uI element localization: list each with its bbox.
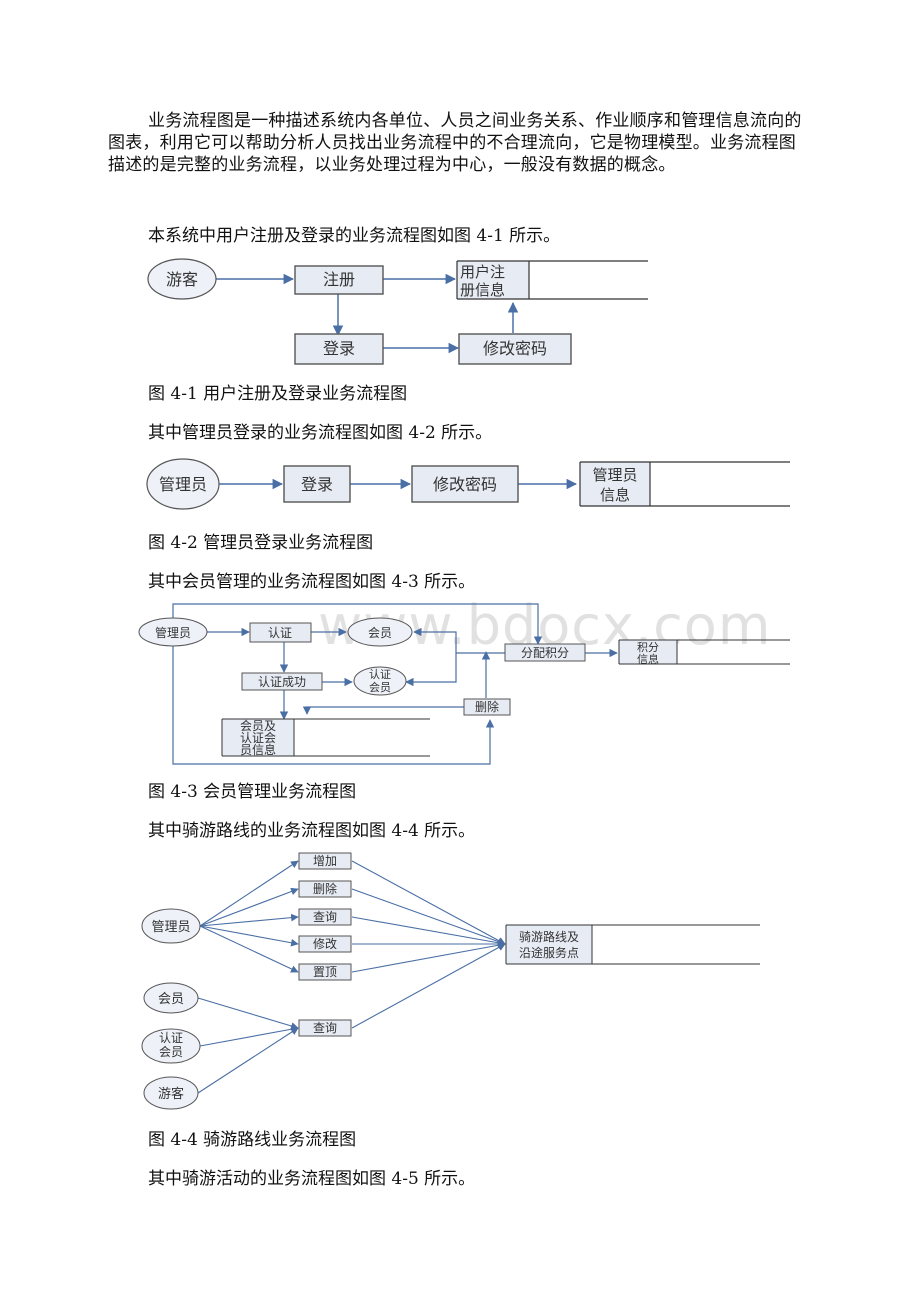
fig3-cert-member-label-2: 会员 (369, 681, 391, 694)
fig4-store-label-1: 骑游路线及 (519, 929, 579, 944)
fig3-caption: 图 4-3 会员管理业务流程图 (148, 782, 357, 802)
fig3-points-store: 积分 信息 (618, 639, 790, 666)
intro-paragraph: 业务流程图是一种描述系统内各单位、人员之间业务关系、作业顺序和管理信息流向的图表… (108, 111, 802, 175)
fig1-visitor-label: 游客 (166, 270, 198, 289)
fig3-diagram: 管理员 认证 会员 认证成功 认证 会员 分配积分 删除 积分 信息 会员及 认… (138, 603, 790, 765)
fig2-admin-node (146, 458, 220, 510)
fig2-login-node (283, 465, 351, 503)
fig1-store-label-2: 册信息 (460, 281, 505, 299)
fig2-change-password-node (411, 465, 519, 503)
fig4-query-label: 查询 (313, 910, 337, 924)
fig3-delete-node (463, 698, 511, 716)
fig3-cert-member-node (353, 666, 407, 696)
fig4-pin-label: 置顶 (313, 965, 337, 979)
fig3-store-label-2: 认证会 (240, 731, 276, 745)
fig2-intro: 其中管理员登录的业务流程图如图 4-2 所示。 (148, 423, 493, 443)
fig4-query-node (298, 908, 352, 926)
fig3-member-store: 会员及 认证会 员信息 (221, 718, 430, 757)
fig3-store-label-1: 会员及 (240, 719, 276, 733)
fig2-caption: 图 4-2 管理员登录业务流程图 (148, 533, 374, 553)
fig4-caption: 图 4-4 骑游路线业务流程图 (148, 1130, 357, 1150)
fig1-login-label: 登录 (323, 339, 355, 358)
fig1-register-label: 注册 (323, 270, 355, 289)
fig1-change-password-node (458, 333, 572, 365)
fig3-member-label: 会员 (368, 626, 392, 640)
fig3-member-node (347, 617, 413, 647)
fig4-store-label-2: 沿途服务点 (519, 945, 579, 960)
fig2-store-label-2: 信息 (600, 486, 630, 504)
fig4-member-node (143, 982, 199, 1014)
fig3-certified-ok-node (241, 672, 323, 691)
fig4-cert-member-node (141, 1028, 201, 1064)
fig4-query2-node (298, 1019, 352, 1037)
fig4-modify-node (298, 935, 352, 953)
fig1-user-store: 用户注 册信息 (456, 260, 648, 300)
fig1-register-node (294, 265, 384, 295)
fig5-intro: 其中骑游活动的业务流程图如图 4-5 所示。 (148, 1169, 476, 1189)
fig1-intro: 本系统中用户注册及登录的业务流程图如图 4-1 所示。 (148, 226, 561, 246)
fig3-certify-node (249, 622, 312, 643)
fig3-delete-label: 删除 (475, 699, 499, 714)
fig4-delete-label: 删除 (313, 881, 337, 896)
fig2-admin-label: 管理员 (159, 475, 207, 494)
fig1-login-node (294, 333, 384, 365)
fig4-admin-label: 管理员 (151, 920, 190, 935)
fig4-delete-node (298, 880, 352, 898)
fig3-store-label-3: 员信息 (240, 742, 276, 757)
fig4-add-label: 增加 (313, 854, 337, 868)
fig3-points-label-2: 信息 (637, 652, 659, 666)
fig4-cert-member-label-2: 会员 (159, 1045, 183, 1059)
fig3-certified-ok-label: 认证成功 (258, 675, 306, 689)
fig3-assign-points-label: 分配积分 (521, 646, 569, 660)
fig3-admin-node (138, 617, 208, 647)
fig2-admin-store: 管理员 信息 (579, 461, 790, 507)
fig3-admin-label: 管理员 (155, 625, 191, 640)
fig3-points-label-1: 积分 (637, 641, 659, 654)
fig4-cert-member-label-1: 认证 (159, 1031, 183, 1045)
fig1-diagram: 游客 注册 登录 修改密码 用户注 册信息 (147, 258, 648, 365)
fig3-assign-points-node (504, 643, 586, 662)
fig3-cert-member-label-1: 认证 (369, 668, 391, 681)
fig1-visitor-node (147, 258, 217, 300)
fig2-diagram: 管理员 登录 修改密码 管理员 信息 (146, 458, 790, 510)
fig1-store-label-1: 用户注 (460, 263, 505, 281)
fig3-intro: 其中会员管理的业务流程图如图 4-3 所示。 (148, 572, 476, 592)
fig4-add-node (298, 852, 352, 870)
fig4-diagram: 管理员 增加 删除 查询 修改 置顶 会员 认证 会员 游客 查询 骑游路线及 … (141, 852, 760, 1110)
fig3-certify-label: 认证 (268, 626, 292, 640)
fig2-login-label: 登录 (301, 475, 333, 494)
fig4-intro: 其中骑游路线的业务流程图如图 4-4 所示。 (148, 821, 476, 841)
fig2-change-password-label: 修改密码 (433, 475, 497, 494)
fig4-pin-node (298, 963, 352, 981)
fig2-store-label-1: 管理员 (592, 466, 637, 484)
fig1-change-password-label: 修改密码 (483, 339, 547, 358)
fig4-modify-label: 修改 (313, 936, 337, 951)
fig4-query2-label: 查询 (313, 1021, 337, 1035)
fig4-route-store: 骑游路线及 沿途服务点 (505, 924, 760, 965)
fig1-caption: 图 4-1 用户注册及登录业务流程图 (148, 384, 408, 404)
fig4-admin-node (141, 908, 201, 944)
fig4-member-label: 会员 (158, 992, 184, 1007)
fig4-visitor-node (143, 1076, 199, 1110)
fig4-visitor-label: 游客 (158, 1086, 184, 1102)
